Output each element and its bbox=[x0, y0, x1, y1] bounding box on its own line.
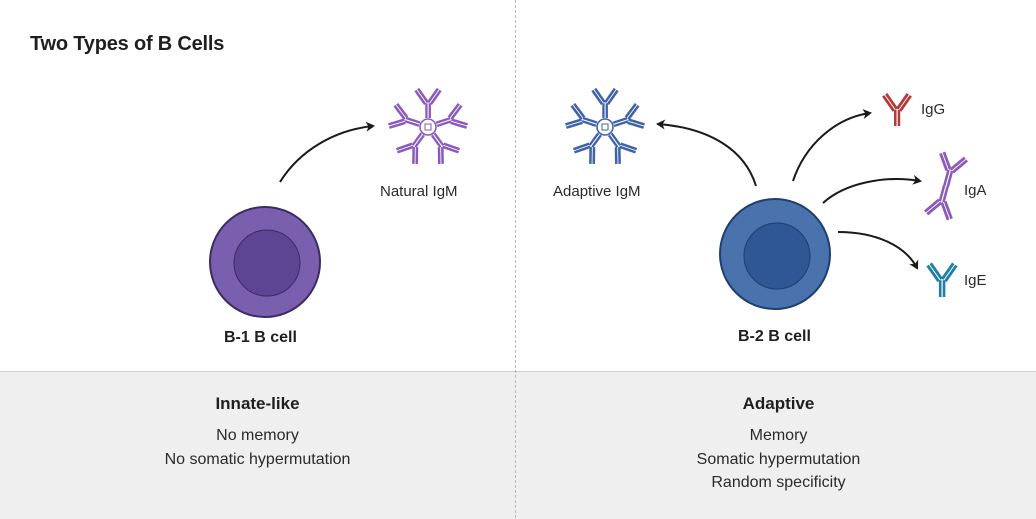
igm-monomer bbox=[414, 87, 442, 118]
b2-arrow-ige bbox=[837, 231, 919, 270]
igm-monomer bbox=[609, 101, 647, 138]
adaptive-point: Somatic hypermutation bbox=[696, 450, 861, 468]
b1-cell bbox=[209, 206, 321, 318]
igm-monomer bbox=[570, 126, 611, 167]
innate-point: No somatic hypermutation bbox=[164, 450, 351, 468]
ige-icon bbox=[926, 262, 958, 297]
center-divider bbox=[515, 0, 516, 518]
b2-cell-label: B-2 B cell bbox=[738, 328, 811, 345]
iga-monomer bbox=[923, 182, 961, 222]
comparison-panel bbox=[0, 371, 1036, 519]
illustration bbox=[209, 87, 969, 318]
natural-igm-icon bbox=[386, 87, 470, 167]
b1-arrow bbox=[279, 121, 375, 183]
ige-monomer bbox=[926, 262, 958, 297]
b2-cell bbox=[719, 198, 831, 310]
natural-igm-label: Natural IgM bbox=[380, 183, 458, 200]
igm-monomer bbox=[393, 126, 434, 167]
innate-column: Innate-like No memory No somatic hypermu… bbox=[0, 394, 515, 471]
adaptive-igm-label: Adaptive IgM bbox=[553, 183, 641, 200]
b2-nucleus bbox=[743, 222, 811, 290]
b1-nucleus bbox=[233, 229, 301, 297]
j-chain bbox=[596, 118, 614, 136]
igg-label: IgG bbox=[921, 101, 946, 118]
igg-monomer bbox=[882, 92, 912, 126]
b2-arrow-igg bbox=[792, 109, 872, 182]
j-chain-box bbox=[601, 123, 609, 131]
diagram-title: Two Types of B Cells bbox=[30, 33, 225, 55]
j-chain-box bbox=[424, 123, 432, 131]
igm-monomer bbox=[563, 101, 601, 138]
b2-arrow-igm bbox=[656, 119, 757, 187]
ige-label: IgE bbox=[964, 272, 987, 289]
b1-cell-label: B-1 B cell bbox=[224, 329, 297, 346]
igm-monomer bbox=[432, 101, 470, 138]
igm-monomer bbox=[599, 126, 640, 167]
iga-label: IgA bbox=[964, 182, 987, 199]
igm-monomer bbox=[386, 101, 424, 138]
j-chain bbox=[419, 118, 437, 136]
adaptive-heading: Adaptive bbox=[742, 394, 815, 413]
adaptive-point: Memory bbox=[749, 427, 808, 444]
igm-monomer bbox=[591, 87, 619, 118]
b2-arrow-iga bbox=[822, 174, 922, 204]
igm-monomer bbox=[422, 126, 463, 167]
innate-point: No memory bbox=[216, 427, 299, 444]
adaptive-point: Random specificity bbox=[711, 474, 846, 491]
adaptive-column: Adaptive Memory Somatic hypermutation Ra… bbox=[521, 394, 1036, 495]
adaptive-igm-icon bbox=[563, 87, 647, 167]
igg-icon bbox=[882, 92, 912, 126]
innate-heading: Innate-like bbox=[215, 394, 300, 413]
iga-icon bbox=[923, 150, 969, 222]
